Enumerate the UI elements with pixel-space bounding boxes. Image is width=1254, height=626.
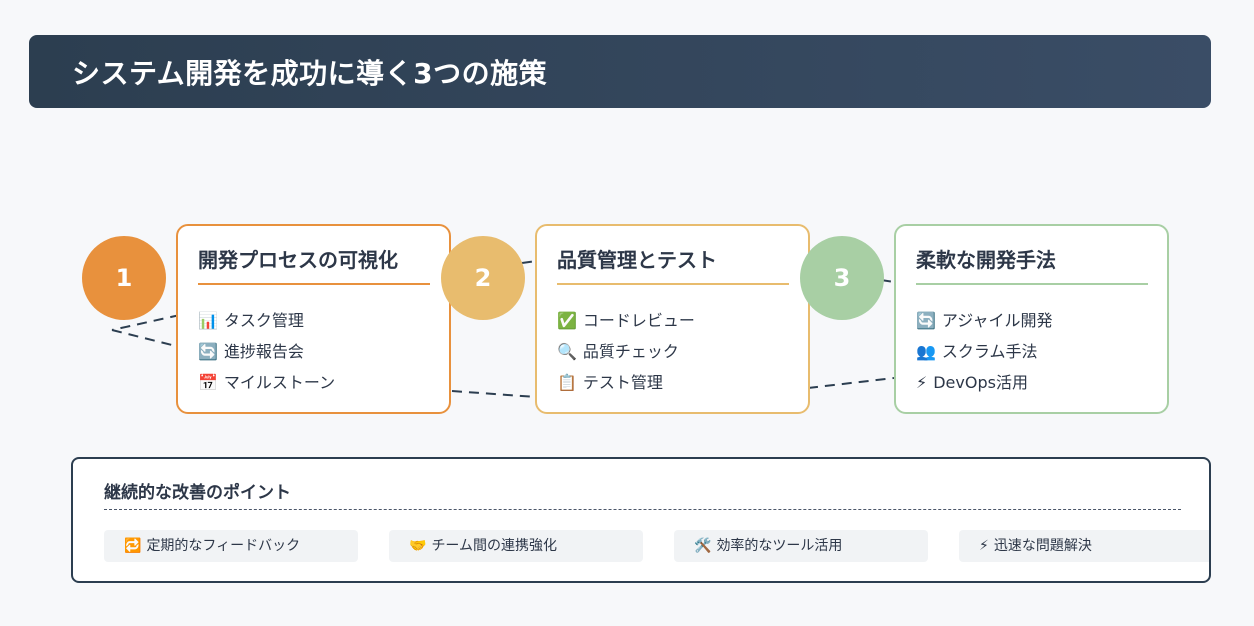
point-label: チーム間の連携強化 bbox=[431, 538, 558, 554]
list-item: ✅ コードレビュー bbox=[557, 305, 788, 336]
refresh-icon: 🔄 bbox=[198, 342, 218, 361]
point-label: 効率的なツール活用 bbox=[716, 538, 843, 554]
step-title: 柔軟な開発手法 bbox=[916, 244, 1148, 285]
connector-line bbox=[521, 260, 537, 264]
divider bbox=[104, 509, 1181, 510]
connector-line bbox=[807, 377, 895, 389]
improvement-points-panel: 継続的な改善のポイント 🔁定期的なフィードバック 🤝チーム間の連携強化 🛠️効率… bbox=[71, 457, 1211, 583]
point-label: 定期的なフィードバック bbox=[146, 538, 301, 554]
list-item: 📋 テスト管理 bbox=[557, 367, 788, 398]
item-label: スクラム手法 bbox=[941, 342, 1038, 361]
check-icon: ✅ bbox=[557, 311, 577, 330]
list-item: 🔍 品質チェック bbox=[557, 336, 788, 367]
list-item: 🔄 進捗報告会 bbox=[198, 336, 429, 367]
item-label: テスト管理 bbox=[582, 373, 663, 392]
step-number-circle: 2 bbox=[441, 236, 525, 320]
step-number: 1 bbox=[115, 264, 133, 292]
list-item: 🔄 アジャイル開発 bbox=[916, 305, 1147, 336]
bar-chart-icon: 📊 bbox=[198, 311, 218, 330]
list-item: 📅 マイルストーン bbox=[198, 367, 429, 398]
item-label: 進捗報告会 bbox=[223, 342, 304, 361]
step-number-circle: 3 bbox=[800, 236, 884, 320]
step-card-visualization: 開発プロセスの可視化 📊 タスク管理 🔄 進捗報告会 📅 マイルストーン bbox=[176, 224, 451, 414]
clipboard-icon: 📋 bbox=[557, 373, 577, 392]
refresh-icon: 🔄 bbox=[916, 311, 936, 330]
point-chip: ⚡迅速な問題解決 bbox=[959, 530, 1209, 562]
page-title: システム開発を成功に導く3つの施策 bbox=[72, 56, 548, 90]
item-label: コードレビュー bbox=[582, 311, 695, 330]
calendar-icon: 📅 bbox=[198, 373, 218, 392]
point-chip: 🤝チーム間の連携強化 bbox=[389, 530, 643, 562]
tools-icon: 🛠️ bbox=[694, 538, 712, 554]
list-item: 📊 タスク管理 bbox=[198, 305, 429, 336]
item-label: アジャイル開発 bbox=[941, 311, 1053, 330]
item-label: DevOps活用 bbox=[933, 373, 1028, 392]
people-icon: 👥 bbox=[916, 342, 936, 361]
connector-line bbox=[111, 329, 181, 348]
step-title: 開発プロセスの可視化 bbox=[198, 244, 430, 285]
step-number: 3 bbox=[833, 264, 851, 292]
connector-line bbox=[451, 390, 537, 398]
lightning-icon: ⚡ bbox=[979, 538, 989, 554]
step-item-list: ✅ コードレビュー 🔍 品質チェック 📋 テスト管理 bbox=[557, 305, 788, 398]
step-number: 2 bbox=[474, 264, 492, 292]
magnifier-icon: 🔍 bbox=[557, 342, 577, 361]
step-number-circle: 1 bbox=[82, 236, 166, 320]
repeat-icon: 🔁 bbox=[124, 538, 142, 554]
step-card-flexible-methods: 柔軟な開発手法 🔄 アジャイル開発 👥 スクラム手法 ⚡ DevOps活用 bbox=[894, 224, 1169, 414]
item-label: マイルストーン bbox=[223, 373, 336, 392]
list-item: ⚡ DevOps活用 bbox=[916, 367, 1147, 398]
point-label: 迅速な問題解決 bbox=[993, 538, 1092, 554]
header-banner: システム開発を成功に導く3つの施策 bbox=[29, 35, 1211, 108]
points-title: 継続的な改善のポイント bbox=[104, 483, 291, 503]
step-item-list: 📊 タスク管理 🔄 進捗報告会 📅 マイルストーン bbox=[198, 305, 429, 398]
step-title: 品質管理とテスト bbox=[557, 244, 789, 285]
step-card-quality: 品質管理とテスト ✅ コードレビュー 🔍 品質チェック 📋 テスト管理 bbox=[535, 224, 810, 414]
list-item: 👥 スクラム手法 bbox=[916, 336, 1147, 367]
lightning-icon: ⚡ bbox=[916, 373, 928, 392]
point-chip: 🔁定期的なフィードバック bbox=[104, 530, 358, 562]
point-chip: 🛠️効率的なツール活用 bbox=[674, 530, 928, 562]
item-label: 品質チェック bbox=[582, 342, 679, 361]
handshake-icon: 🤝 bbox=[409, 538, 427, 554]
item-label: タスク管理 bbox=[223, 311, 304, 330]
step-item-list: 🔄 アジャイル開発 👥 スクラム手法 ⚡ DevOps活用 bbox=[916, 305, 1147, 398]
